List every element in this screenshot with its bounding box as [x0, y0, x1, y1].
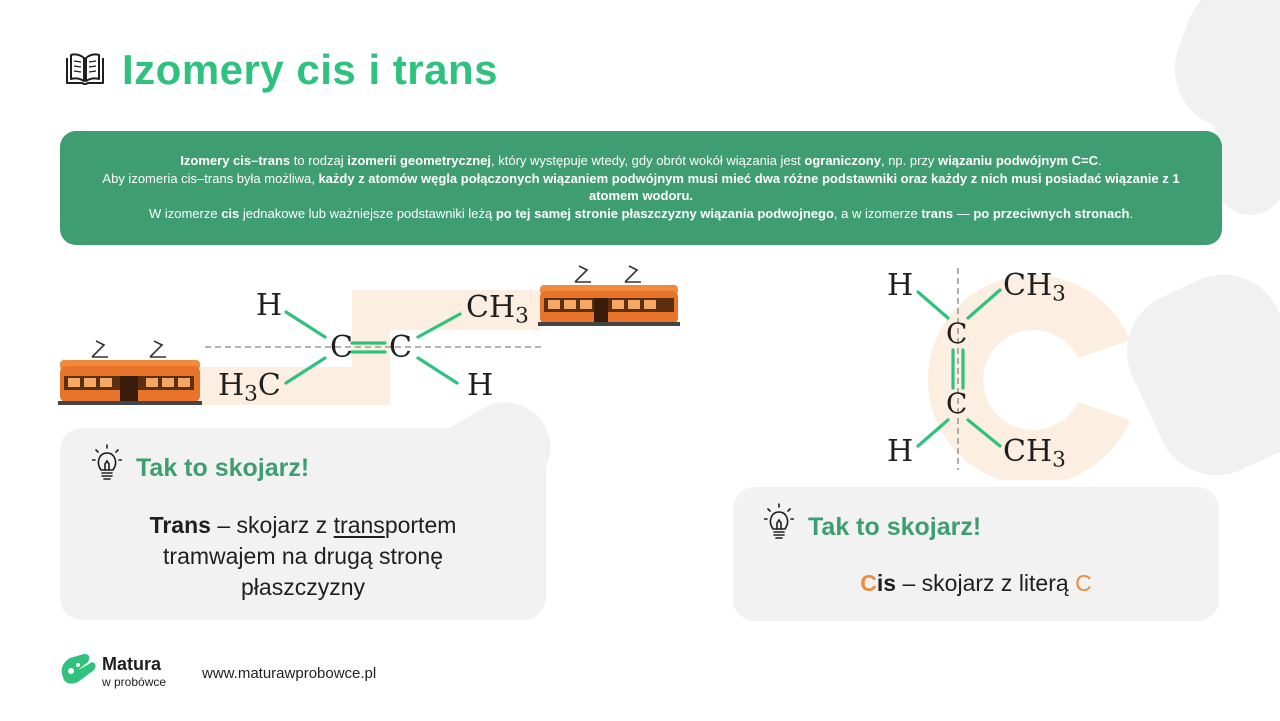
trans-h3c-bottom: H3C	[218, 368, 281, 407]
brand-subtitle: w probówce	[102, 675, 167, 689]
bond-cbottom-h	[916, 418, 950, 448]
brand-name: Matura	[102, 654, 162, 674]
cis-c-bottom: C	[946, 387, 968, 420]
trans-h-top: H	[256, 288, 283, 323]
website-link[interactable]: www.maturawprobowce.pl	[202, 665, 377, 682]
brand-logo-icon	[61, 654, 96, 684]
tram-right-icon	[538, 265, 680, 326]
banner-line-3: W izomerze cis jednakowe lub ważniejsze …	[148, 205, 1134, 221]
cis-h-top: H	[887, 268, 914, 303]
definition-banner: Izomery cis–trans to rodzaj izomerii geo…	[60, 131, 1222, 245]
tip-heading-trans: Tak to skojarz!	[136, 454, 310, 482]
bond-h-ctop	[916, 290, 950, 320]
lightbulb-icon	[764, 503, 794, 539]
tip-card-cis	[733, 487, 1219, 621]
trans-ch3-top: CH3	[466, 290, 529, 329]
trans-diagram	[58, 265, 680, 405]
banner-line-1: Izomery cis–trans to rodzaj izomerii geo…	[180, 153, 1102, 168]
page-title: Izomery cis i trans	[122, 46, 498, 93]
cis-ch3-bottom: CH3	[1003, 434, 1066, 473]
bond-c1-h3c	[284, 356, 327, 385]
trans-c1: C	[330, 330, 353, 365]
trans-c2: C	[389, 330, 412, 365]
cis-c-top: C	[946, 317, 968, 350]
tram-left-icon	[58, 340, 202, 405]
bond-c2-h	[416, 356, 459, 385]
background-blob	[1215, 95, 1280, 215]
bond-h-c1	[284, 310, 327, 339]
tip-text-trans: Trans – skojarz z transportem tramwajem …	[149, 512, 457, 600]
bond-c2-ch3	[416, 312, 462, 339]
cis-diagram	[916, 268, 1130, 480]
cis-ch3-top: CH3	[1003, 268, 1066, 307]
tip-heading-cis: Tak to skojarz!	[808, 513, 982, 541]
tip-card-trans	[60, 428, 546, 620]
trans-h-bottom: H	[467, 368, 494, 403]
lightbulb-icon	[92, 444, 122, 480]
banner-line-2: Aby izomeria cis–trans była możliwa, każ…	[102, 170, 1180, 204]
bond-cbottom-ch3	[966, 418, 1002, 448]
book-icon	[66, 53, 104, 85]
bond-ctop-ch3	[966, 288, 1002, 320]
cis-h-bottom: H	[887, 434, 914, 469]
tip-text-cis: Cis – skojarz z literą C	[860, 570, 1092, 596]
